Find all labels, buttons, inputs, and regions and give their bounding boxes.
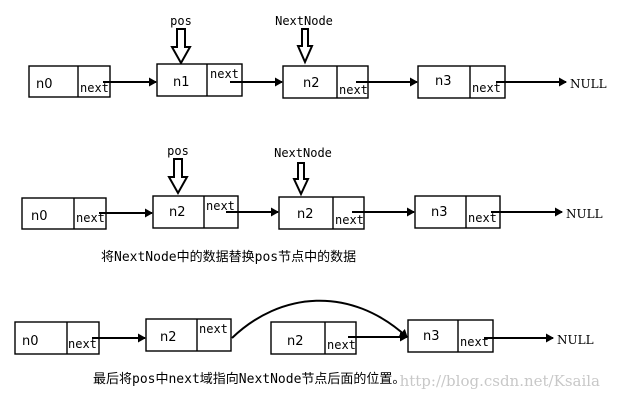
- caption: 将NextNode中的数据替换pos节点中的数据: [101, 249, 356, 265]
- node-value: n0: [31, 209, 48, 224]
- null-label: NULL: [570, 77, 607, 91]
- nextnode-pointer-arrow-icon: [292, 162, 310, 197]
- node-next-field: next: [335, 213, 364, 227]
- nextnode-label: NextNode: [274, 146, 332, 160]
- node-next-field: next: [210, 67, 239, 81]
- null-label: NULL: [566, 207, 603, 221]
- node-n3: n3 next: [414, 195, 501, 229]
- relink-curved-arrow: [231, 299, 408, 339]
- node-next-field: next: [468, 211, 497, 225]
- node-next-field: next: [206, 199, 235, 213]
- node-value: n2: [169, 205, 186, 220]
- node-nextnode: n2 next: [270, 321, 357, 355]
- null-label: NULL: [557, 333, 594, 347]
- pos-pointer-arrow-icon: [167, 158, 189, 196]
- node-pos: n2 next: [152, 195, 239, 229]
- node-next-field: next: [327, 338, 356, 352]
- node-next-field: next: [80, 81, 109, 95]
- node-value: n3: [423, 329, 440, 344]
- node-next-field: next: [460, 335, 489, 349]
- pos-pointer-arrow-icon: [170, 28, 192, 66]
- node-next-field: next: [68, 337, 97, 351]
- node-pos: n2 next: [145, 318, 232, 352]
- node-n1: n1 next: [156, 63, 243, 97]
- node-n2: n2 next: [282, 65, 369, 99]
- node-value: n2: [297, 207, 314, 222]
- row-3: n0 next n2 next n2 next n3 next NULL 最后将…: [14, 299, 594, 387]
- nextnode-label: NextNode: [275, 14, 333, 28]
- node-next-field: next: [472, 81, 501, 95]
- node-next-field: next: [199, 322, 228, 336]
- node-value: n1: [173, 75, 190, 90]
- watermark-text: http://blog.csdn.net/Ksaila: [400, 372, 600, 390]
- node-n0: n0 next: [28, 65, 111, 98]
- node-value: n2: [287, 334, 304, 349]
- pos-label: pos: [170, 14, 192, 28]
- node-nextnode: n2 next: [278, 196, 365, 230]
- nextnode-pointer-arrow-icon: [296, 28, 314, 65]
- node-value: n0: [36, 77, 53, 92]
- pos-label: pos: [167, 144, 189, 158]
- node-value: n3: [435, 74, 452, 89]
- node-n0: n0 next: [21, 197, 107, 230]
- row-2: pos NextNode n0 next n2 next n2 next n3 …: [21, 144, 603, 265]
- node-value: n2: [303, 76, 320, 91]
- row-1: pos NextNode n0 next n1 next n2 next: [28, 14, 607, 99]
- node-n0: n0 next: [14, 321, 100, 355]
- node-value: n3: [431, 205, 448, 220]
- node-value: n2: [160, 330, 177, 345]
- caption: 最后将pos中next域指向NextNode节点后面的位置。: [93, 371, 405, 387]
- node-next-field: next: [339, 83, 368, 97]
- node-n3: n3 next: [407, 319, 494, 353]
- node-value: n0: [22, 334, 39, 349]
- node-n3: n3 next: [417, 65, 506, 99]
- node-next-field: next: [76, 211, 105, 225]
